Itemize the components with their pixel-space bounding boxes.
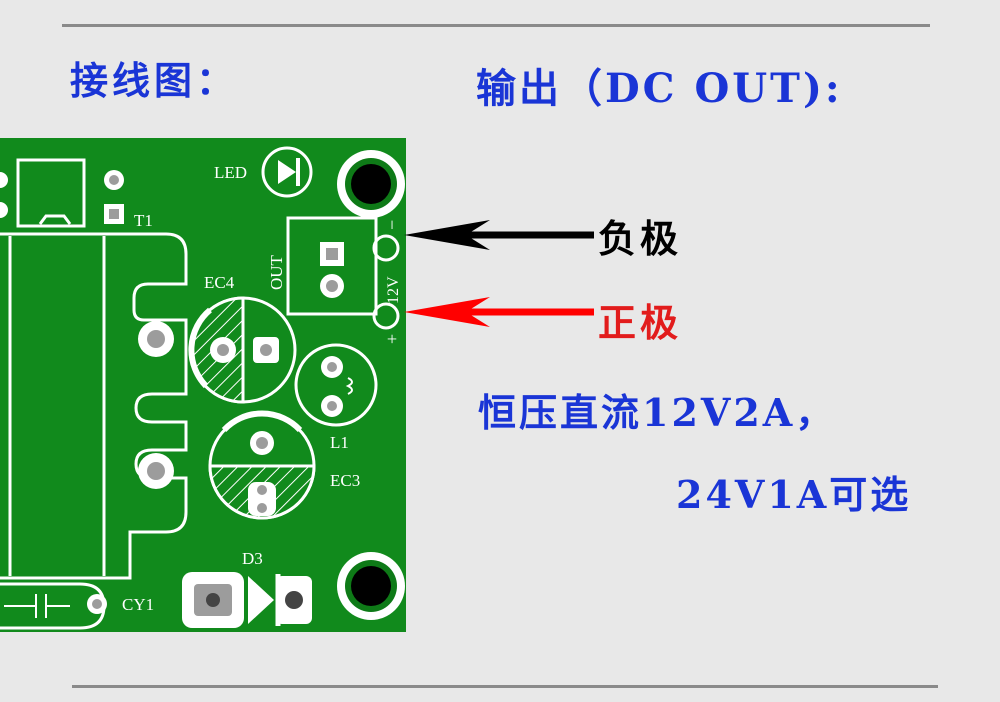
capacitor-ec4 — [188, 296, 297, 404]
mounting-hole-top — [337, 150, 405, 218]
capacitor-cy1 — [0, 582, 107, 630]
dc-out-connector — [286, 216, 378, 316]
t1-label: T1 — [134, 211, 153, 230]
pcb-board: LED T1 EC4 OUT 12V − + L1 EC3 D3 CY1 — [0, 138, 406, 632]
12v-label: 12V — [385, 276, 402, 304]
l1-label: L1 — [330, 433, 349, 452]
inductor-l1 — [294, 343, 378, 427]
capacitor-ec3 — [208, 410, 316, 520]
d3-label: D3 — [242, 549, 263, 568]
led-label: LED — [214, 163, 247, 182]
dc-output-title: 输出（DC OUT): — [476, 65, 843, 112]
diode-d3 — [182, 572, 312, 628]
negative-arrow — [404, 220, 594, 250]
ec4-label: EC4 — [204, 273, 235, 292]
spec-line-2: 24V1A可选 — [676, 472, 912, 517]
cy1-label: CY1 — [122, 595, 154, 614]
positive-terminal — [372, 302, 400, 330]
ec3-label: EC3 — [330, 471, 360, 490]
negative-pole-label: 负极 — [598, 216, 683, 261]
bottom-divider — [72, 685, 938, 688]
led-component — [261, 146, 313, 198]
out-label: OUT — [267, 254, 286, 290]
top-divider — [62, 24, 930, 27]
plus-label: + — [382, 334, 402, 344]
spec-line-1: 恒压直流12V2A， — [478, 390, 837, 435]
minus-label: − — [382, 220, 402, 230]
mounting-hole-bottom — [337, 552, 405, 620]
transformer-pins — [138, 321, 174, 489]
wiring-diagram-title: 接线图： — [70, 58, 239, 103]
negative-terminal — [372, 234, 400, 262]
small-component-outline — [16, 158, 86, 228]
positive-pole-label: 正极 — [598, 300, 683, 345]
positive-arrow — [404, 297, 594, 327]
